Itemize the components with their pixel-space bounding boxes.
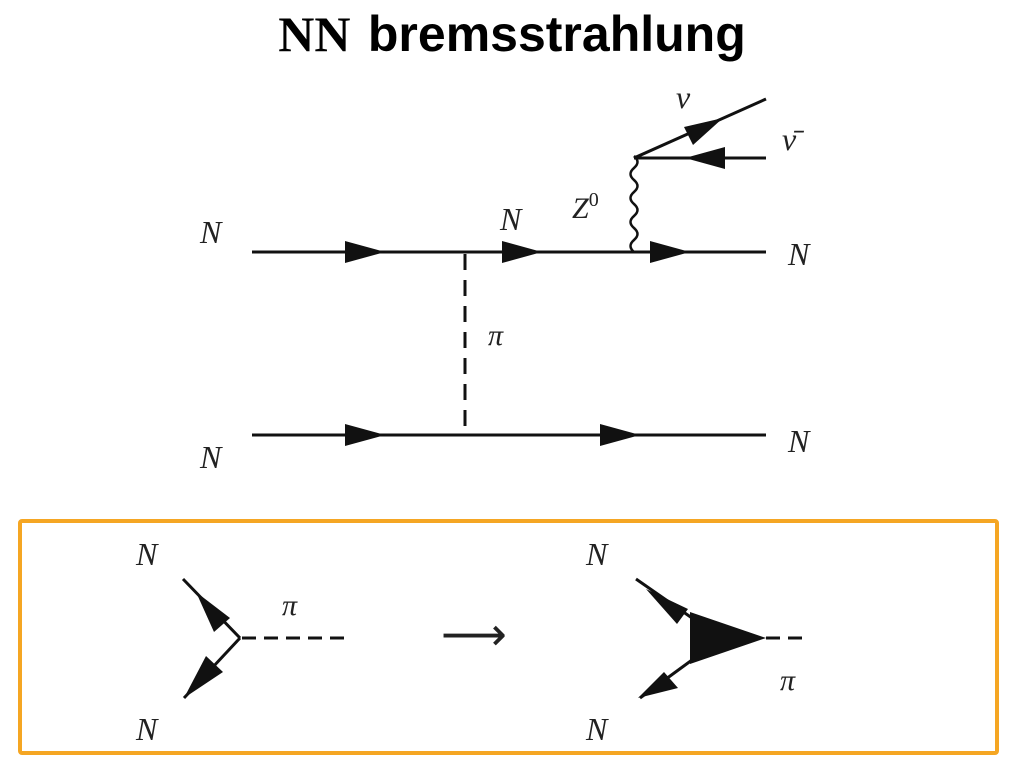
bottom-nucleon-arrow-2 <box>600 424 640 446</box>
slide-title: NN bremsstrahlung <box>0 2 1024 66</box>
top-nucleon-arrow-3 <box>650 241 690 263</box>
z-boson-wavy-line <box>629 155 639 253</box>
label-antineutrino: ν̄ <box>782 121 804 157</box>
title-part1: NN <box>278 6 351 62</box>
right-label-nucleon-out: N <box>585 711 609 747</box>
inset-left-vertex: N N π <box>135 536 350 747</box>
left-vertex-outgoing-arrow <box>184 656 223 698</box>
right-vertex-incoming-arrow <box>646 589 688 624</box>
antineutrino-arrow <box>685 147 725 169</box>
right-vertex-blob <box>690 612 766 664</box>
top-nucleon-arrow-1 <box>345 241 385 263</box>
label-pion: π <box>488 319 504 352</box>
left-label-nucleon-out: N <box>135 711 159 747</box>
right-vertex-outgoing-arrow <box>638 672 678 698</box>
label-nucleon-out-top: N <box>787 236 811 272</box>
label-nucleon-out-bottom: N <box>787 423 811 459</box>
right-label-pion: π <box>780 664 796 697</box>
inset-border <box>18 519 999 755</box>
label-nucleon-in-top: N <box>199 214 223 250</box>
title-part2: bremsstrahlung <box>367 6 746 62</box>
neutrino-arrow <box>684 118 723 145</box>
label-nucleon-mid-top: N <box>499 201 523 237</box>
inset-panel: N N π ⟶ N N π <box>18 519 999 755</box>
right-label-nucleon-in: N <box>585 536 609 572</box>
label-z-boson: Z0 <box>572 189 599 225</box>
left-label-pion: π <box>282 589 298 622</box>
label-nucleon-in-bottom: N <box>199 439 223 475</box>
inset-right-vertex: N N π <box>585 536 808 747</box>
left-vertex-incoming-arrow <box>196 592 230 632</box>
main-feynman-diagram: N N N N N π Z0 ν ν̄ <box>199 79 811 475</box>
bottom-nucleon-arrow-1 <box>345 424 385 446</box>
left-label-nucleon-in: N <box>135 536 159 572</box>
transition-arrow-icon: ⟶ <box>441 607 507 661</box>
label-neutrino: ν <box>676 79 691 115</box>
top-nucleon-arrow-2 <box>502 241 542 263</box>
